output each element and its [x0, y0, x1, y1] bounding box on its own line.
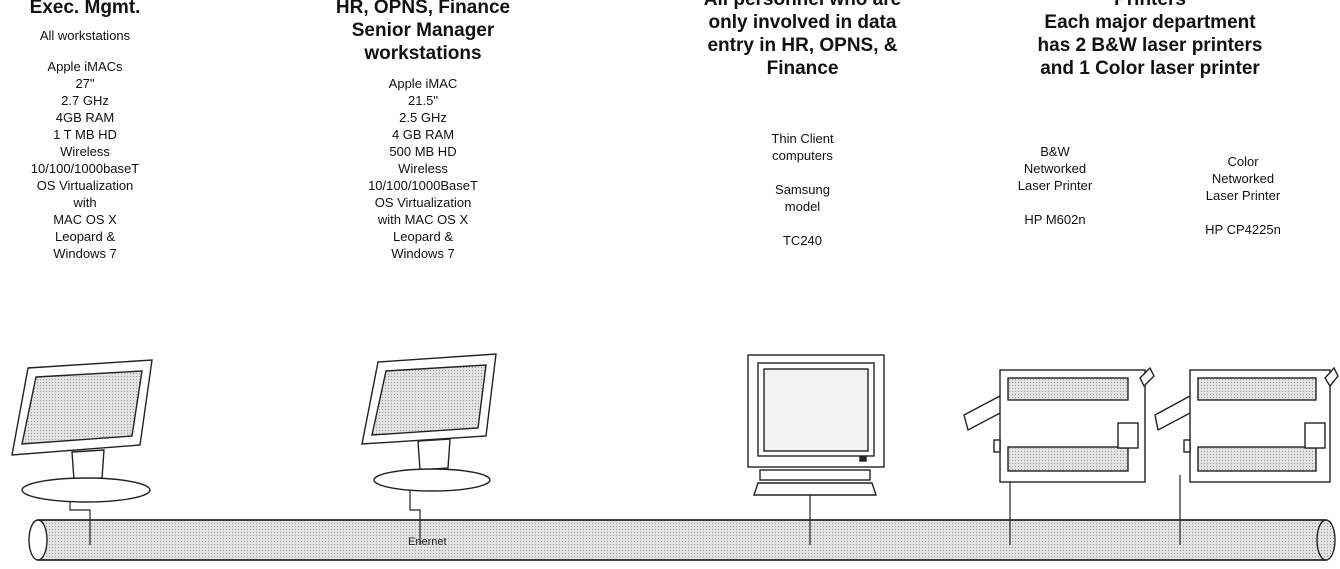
data-entry-title: All personnel who are only involved in d… — [704, 0, 901, 79]
bw-laser-printer — [963, 366, 1155, 483]
exec-mgmt-specs: Apple iMACs 27" 2.7 GHz 4GB RAM 1 T MB H… — [30, 59, 140, 261]
printers-title: Printers Each major department has 2 B&W… — [1037, 0, 1263, 79]
ethernet-label: Enernet — [408, 536, 447, 548]
thin-client-specs: Thin Client computers Samsung model TC24… — [771, 131, 834, 248]
senior-manager-specs: Apple iMAC 21.5" 2.5 GHz 4 GB RAM 500 MB… — [368, 76, 478, 261]
imac-27-workstation — [11, 359, 153, 503]
bw-printer-specs: B&W Networked Laser Printer HP M602n — [1017, 144, 1093, 227]
data-entry-group: All personnel who are only involved in d… — [680, 0, 925, 249]
senior-manager-group: HR, OPNS, Finance Senior Manager worksta… — [318, 0, 528, 262]
imac-21-workstation — [361, 353, 497, 492]
exec-mgmt-subtitle: All workstations — [39, 28, 131, 43]
exec-mgmt-title: Exec. Mgmt. — [29, 0, 141, 18]
senior-manager-title: HR, OPNS, Finance Senior Manager worksta… — [335, 0, 511, 64]
exec-mgmt-group: Exec. Mgmt. All workstations Apple iMACs… — [0, 0, 170, 262]
printers-group: Printers Each major department has 2 B&W… — [1000, 0, 1300, 80]
color-printer-specs: Color Networked Laser Printer HP CP4225n — [1205, 154, 1281, 237]
thin-client-computer — [747, 354, 885, 496]
ethernet-bus — [28, 519, 1336, 561]
color-laser-printer — [1154, 366, 1339, 483]
